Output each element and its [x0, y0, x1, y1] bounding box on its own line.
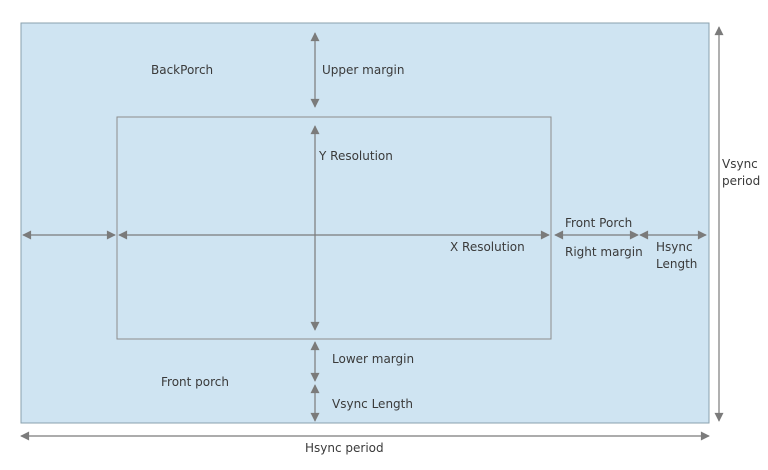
right-margin-label: Right margin	[565, 245, 643, 259]
hsync-period-label: Hsync period	[305, 441, 384, 455]
total-frame-area	[20, 22, 710, 424]
vsync-period-label-line1: Vsync	[722, 157, 758, 171]
hsync-length-label-line2: Length	[656, 257, 697, 271]
front-porch-vertical-label: Front porch	[161, 375, 229, 389]
upper-margin-label: Upper margin	[322, 63, 404, 77]
front-porch-horizontal-label: Front Porch	[565, 216, 632, 230]
vsync-period-label-line2: period	[722, 174, 760, 188]
active-display-area	[116, 116, 552, 340]
lower-margin-label: Lower margin	[332, 352, 414, 366]
y-resolution-label: Y Resolution	[318, 149, 393, 163]
x-resolution-label: X Resolution	[450, 240, 525, 254]
hsync-length-label-line1: Hsync	[656, 240, 693, 254]
back-porch-label: BackPorch	[151, 63, 213, 77]
vsync-length-label: Vsync Length	[332, 397, 413, 411]
